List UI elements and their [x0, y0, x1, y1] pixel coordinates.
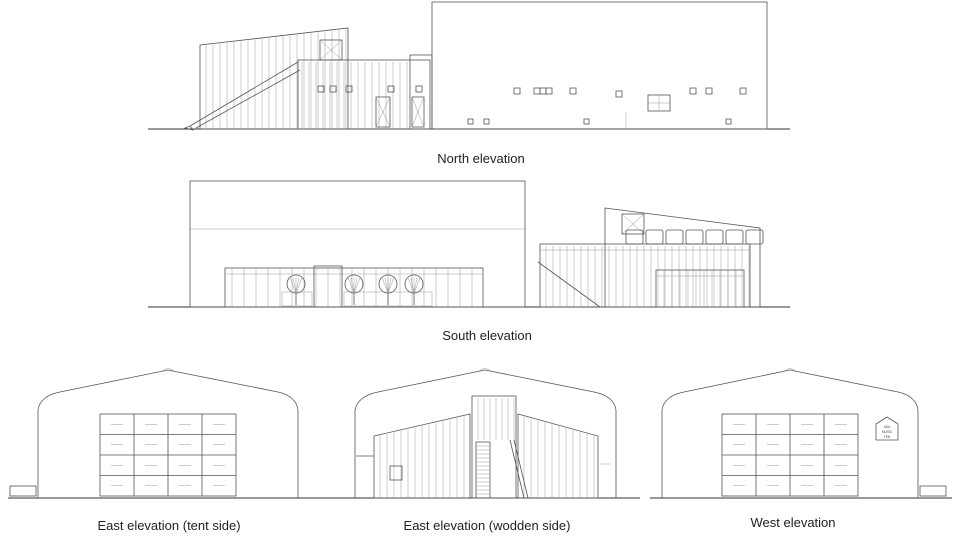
small-window-set [317, 85, 747, 125]
glazing-panels [722, 414, 858, 496]
small-window [345, 85, 353, 93]
glazing-mullions [225, 265, 483, 308]
right-wood-volume [517, 413, 599, 499]
bench [919, 485, 947, 497]
tree-branch [353, 277, 361, 294]
north-elevation-caption: North elevation [437, 151, 525, 166]
east-tent-elevation-drawing [8, 368, 340, 499]
east-wood-elevation-caption: East elevation (wodden side) [403, 518, 571, 533]
east-wood-elevation-drawing [335, 368, 640, 499]
small-window [739, 87, 747, 95]
stair-treads [475, 441, 491, 499]
planter [343, 291, 433, 307]
south-elevation-caption: South elevation [442, 328, 532, 343]
tree-branch [350, 277, 355, 294]
stair-rail-lower [195, 69, 301, 129]
wood-block-volume [539, 243, 751, 308]
tree-branch [384, 277, 389, 294]
south-entrance-glazing [655, 269, 745, 308]
east-window [389, 465, 403, 481]
small-window [689, 87, 697, 95]
small-window [533, 87, 541, 95]
small-window [329, 85, 337, 93]
east-tent-elevation-caption: East elevation (tent side) [97, 518, 241, 533]
small-window [467, 118, 474, 125]
roof-tank [645, 229, 664, 245]
tree-branch [289, 277, 297, 294]
slanted-roof-volume [199, 27, 349, 130]
logo-text-line: TEN [884, 435, 891, 439]
vent-box [621, 213, 645, 235]
middle-volume [297, 59, 431, 130]
stair-rail-upper [189, 61, 299, 127]
tent-outline [661, 369, 919, 498]
stair-foot [183, 125, 194, 131]
wood-cladding-slats [540, 246, 750, 307]
bench [9, 485, 37, 497]
roof-tank [725, 229, 744, 245]
tree-branch [387, 277, 395, 294]
west-elevation-caption: West elevation [750, 515, 836, 530]
wood-cladding-slats [205, 29, 408, 129]
logo-text-line: MUSIC [882, 430, 893, 434]
small-window [513, 87, 521, 95]
planter [281, 291, 313, 307]
tree-branch [410, 277, 415, 294]
tent-outline [37, 369, 299, 498]
small-window [415, 85, 423, 93]
connector-volume [409, 54, 433, 130]
tree-branch [387, 277, 392, 294]
tent-outline [354, 369, 617, 498]
main-hall-volume [189, 180, 526, 308]
tree-branch [381, 277, 389, 294]
north-elevation-drawing [148, 1, 790, 131]
tree-branch [295, 277, 300, 294]
logo-text-line: ASU [884, 425, 891, 429]
small-window [569, 87, 577, 95]
tree-branch [353, 277, 358, 294]
entrance-frame [313, 265, 343, 308]
wood-cladding-slats [379, 398, 595, 498]
tree-branch [413, 277, 418, 294]
glazed-facade [224, 267, 484, 308]
small-window [615, 90, 623, 98]
small-window [387, 85, 395, 93]
small-window [483, 118, 490, 125]
entrance-mullions [656, 270, 744, 307]
glazing-panels [100, 414, 236, 496]
small-window [583, 118, 590, 125]
tree-branch [413, 277, 421, 294]
tree-branch [347, 277, 355, 294]
west-elevation-drawing: ASU MUSIC TEN [650, 368, 952, 499]
small-window [539, 87, 547, 95]
logo-sign: ASU MUSIC TEN [875, 416, 899, 441]
small-window [705, 87, 713, 95]
tree-row [281, 274, 433, 307]
rooftop-tanks [625, 229, 764, 245]
stair-rail [537, 261, 601, 308]
main-hall-volume [431, 1, 768, 130]
roof-tank [685, 229, 704, 245]
south-elevation-drawing [148, 180, 790, 308]
small-window [545, 87, 553, 95]
slanted-roof-volume [604, 207, 761, 308]
north-door-2 [411, 96, 425, 128]
roof-tank [745, 229, 764, 245]
left-wood-volume [373, 413, 471, 499]
roof-tank [625, 229, 644, 245]
tree-branch [407, 277, 415, 294]
tree-branch [292, 277, 297, 294]
stair-rail [509, 439, 525, 499]
roof-tank [705, 229, 724, 245]
small-window [317, 85, 325, 93]
north-door [375, 96, 391, 128]
roof-tank [665, 229, 684, 245]
small-window [725, 118, 732, 125]
stair-tower [471, 395, 517, 499]
tree-branch [295, 277, 303, 294]
